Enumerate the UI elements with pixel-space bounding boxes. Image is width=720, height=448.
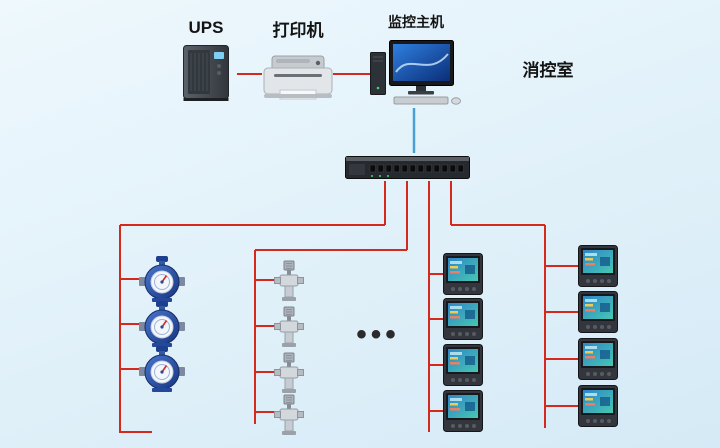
- printer-label: 打印机: [272, 21, 324, 40]
- ups-tower-icon: [180, 44, 232, 102]
- power-meter-b-icon-2: [578, 291, 618, 333]
- valve-icon-4: [274, 394, 304, 436]
- power-meter-a-icon-1: [443, 253, 483, 295]
- power-meter-a-icon-2: [443, 298, 483, 340]
- power-meter-a-icon-4: [443, 390, 483, 432]
- room-label: 消控室: [522, 61, 574, 80]
- valve-icon-1: [274, 260, 304, 302]
- data-collector-icon: [345, 153, 470, 181]
- power-meter-a-icon-3: [443, 344, 483, 386]
- water-meter-icon-3: [138, 345, 186, 393]
- host-label: 监控主机: [388, 14, 444, 30]
- printer-icon: [262, 50, 334, 102]
- monitoring-host-icon: [370, 40, 462, 106]
- water-meter-icon-2: [138, 300, 186, 348]
- power-meter-b-icon-3: [578, 338, 618, 380]
- valve-icon-3: [274, 352, 304, 394]
- valve-icon-2: [274, 306, 304, 348]
- water-meter-icon-1: [138, 255, 186, 303]
- power-meter-b-icon-4: [578, 385, 618, 427]
- ups-label: UPS: [188, 18, 224, 37]
- power-meter-b-icon-1: [578, 245, 618, 287]
- ellipsis-label: •••: [356, 318, 400, 351]
- red-connection-lines: [119, 73, 578, 433]
